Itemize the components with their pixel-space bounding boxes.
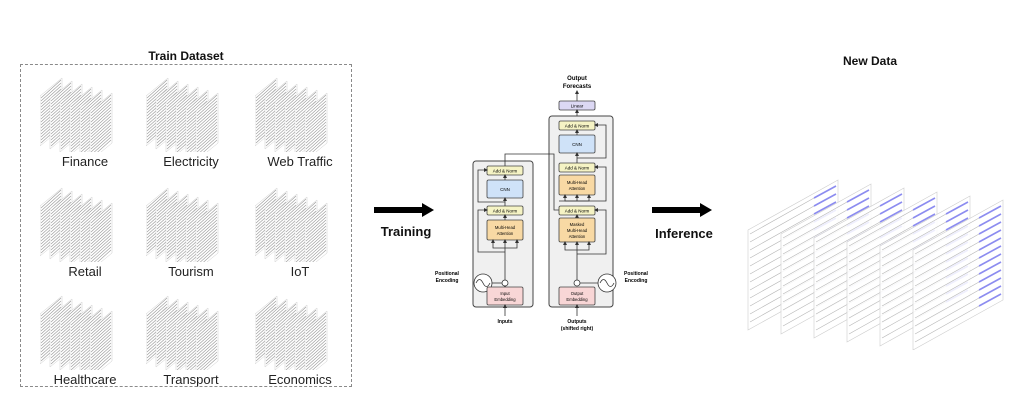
dataset-stack-icon <box>255 77 328 152</box>
new-data-sheet <box>912 199 1004 350</box>
train-dataset-title: Train Dataset <box>148 49 224 63</box>
dataset-domain-label: Tourism <box>168 264 214 279</box>
dataset-stack-icon <box>146 295 219 370</box>
dataset-domain-label: Electricity <box>163 154 219 169</box>
input-embedding-block <box>486 286 524 306</box>
decoder-masked-label-3: Attention <box>569 234 586 239</box>
training-arrow-icon <box>374 203 434 217</box>
dataset-stack-icon <box>255 187 328 262</box>
encoder-attention-label-2: Attention <box>497 231 514 236</box>
dataset-domain-label: Economics <box>268 372 332 387</box>
dataset-stack-icon <box>146 187 219 262</box>
output-embedding-block <box>558 286 596 306</box>
inference-label: Inference <box>655 226 713 241</box>
decoder-add-norm-top-label: Add & Norm <box>565 124 590 129</box>
new-data-visual <box>747 179 1004 350</box>
training-label: Training <box>380 224 432 239</box>
encoder-attention-label-1: Multi-Head <box>495 225 516 230</box>
output-embedding-label-1: Output <box>571 291 584 296</box>
dataset-domain-label: Web Traffic <box>267 154 333 169</box>
decoder-cross-attention <box>558 174 596 196</box>
output-forecasts-title-1: Output <box>567 76 587 82</box>
dataset-stack-icon <box>146 77 219 152</box>
dataset-domain-label: Healthcare <box>53 372 117 387</box>
output-forecasts-title-2: Forecasts <box>563 84 592 90</box>
encoder-add-norm-top-label: Add & Norm <box>493 169 518 174</box>
dataset-domain-label: Finance <box>61 154 109 169</box>
pos-enc-left-label-1: Positional <box>435 271 460 277</box>
outputs-label-2: (shifted right) <box>561 326 594 332</box>
pos-enc-right-label-2: Encoding <box>625 278 648 284</box>
encoder-cnn-label: CNN <box>500 187 510 192</box>
outputs-label-1: Outputs <box>567 319 586 325</box>
dataset-stack-icon <box>40 77 113 152</box>
dataset-domain-label: Retail <box>68 264 102 279</box>
input-embedding-label-2: Embedding <box>494 297 516 302</box>
dataset-domain-label: Transport <box>163 372 219 387</box>
dataset-domain-label: IoT <box>290 264 310 279</box>
encoder-attention <box>486 219 524 241</box>
decoder-cross-attention-label-2: Attention <box>569 186 586 191</box>
dataset-stack-icon <box>40 295 113 370</box>
output-embedding-label-2: Embedding <box>566 297 588 302</box>
pos-enc-right-label-1: Positional <box>624 271 649 277</box>
inputs-label: Inputs <box>498 319 513 325</box>
pos-enc-left-label-2: Encoding <box>436 278 459 284</box>
add-left-icon <box>501 279 509 287</box>
decoder-add-norm-bottom-label: Add & Norm <box>565 209 590 214</box>
decoder-masked-label-2: Multi-Head <box>567 228 588 233</box>
decoder-add-norm-mid-label: Add & Norm <box>565 166 590 171</box>
decoder-cnn-label: CNN <box>572 142 582 147</box>
inference-arrow-icon <box>652 203 712 217</box>
decoder-cross-attention-label-1: Multi-Head <box>567 180 588 185</box>
decoder-masked-label-1: Masked <box>570 222 585 227</box>
add-right-icon <box>573 279 581 287</box>
dataset-stack-icon <box>255 295 328 370</box>
new-data-title: New Data <box>842 54 898 68</box>
dataset-stack-icon <box>40 187 113 262</box>
input-embedding-label-1: Input <box>500 291 510 296</box>
train-dataset-box <box>20 64 352 387</box>
transformer-diagram: Output Forecasts Linear Add & Norm CNN A… <box>435 76 649 332</box>
linear-label: Linear <box>571 104 584 109</box>
encoder-add-norm-bottom-label: Add & Norm <box>493 209 518 214</box>
